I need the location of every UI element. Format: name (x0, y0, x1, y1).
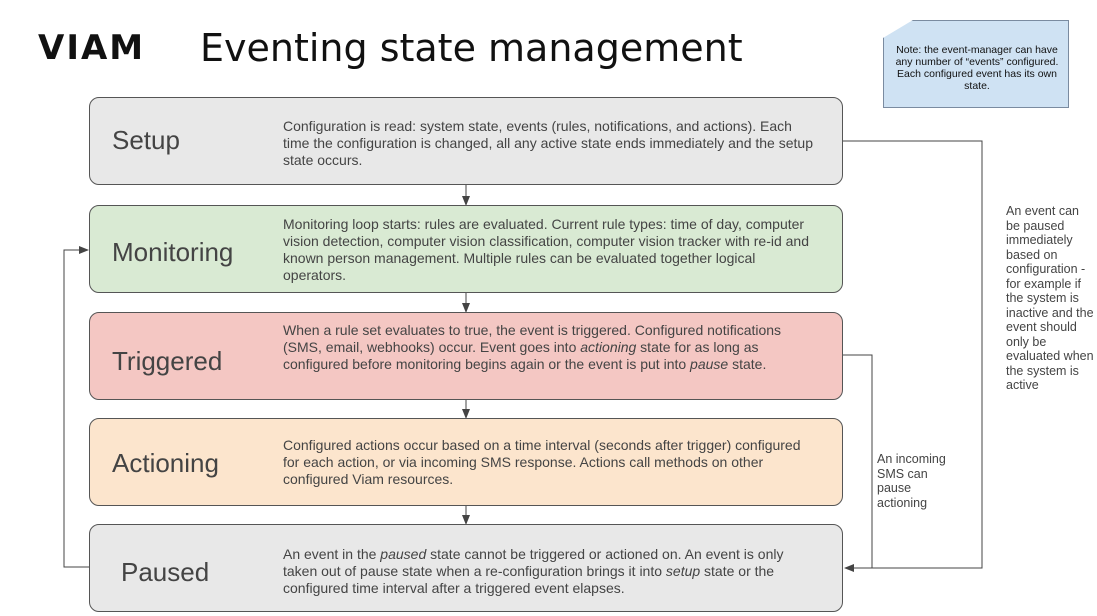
state-description-setup: Configuration is read: system state, eve… (283, 118, 813, 168)
note-box (883, 20, 1069, 108)
state-description-paused: An event in the paused state cannot be t… (283, 546, 784, 596)
arrow-triggered-to-paused (843, 354, 873, 568)
state-name-setup: Setup (112, 125, 180, 155)
note-text: Note: the event-manager can have any num… (895, 44, 1059, 92)
viam-logo: VIAM (38, 28, 146, 68)
state-actioning: Actioning Configured actions occur based… (89, 418, 843, 506)
state-name-actioning: Actioning (112, 448, 219, 478)
state-description-monitoring: Monitoring loop starts: rules are evalua… (283, 216, 810, 283)
state-setup: Setup Configuration is read: system stat… (89, 97, 843, 185)
state-name-paused: Paused (121, 557, 210, 587)
page-title: Eventing state management (200, 26, 743, 70)
side-note-sms-pause: An incoming SMS can pause actioning (877, 452, 946, 510)
state-name-monitoring: Monitoring (112, 237, 234, 267)
state-description-triggered: When a rule set evaluates to true, the e… (283, 322, 782, 372)
state-description-actioning: Configured actions occur based on a time… (283, 437, 801, 487)
side-note-config-pause: An event can be paused immediately based… (1006, 204, 1094, 392)
state-name-triggered: Triggered (112, 346, 223, 376)
state-triggered: Triggered When a rule set evaluates to t… (89, 312, 843, 400)
state-monitoring: Monitoring Monitoring loop starts: rules… (89, 205, 843, 293)
arrow-setup-to-paused (843, 140, 983, 572)
state-paused: Paused An event in the paused state cann… (89, 524, 843, 612)
arrow-paused-to-monitoring (63, 246, 89, 568)
